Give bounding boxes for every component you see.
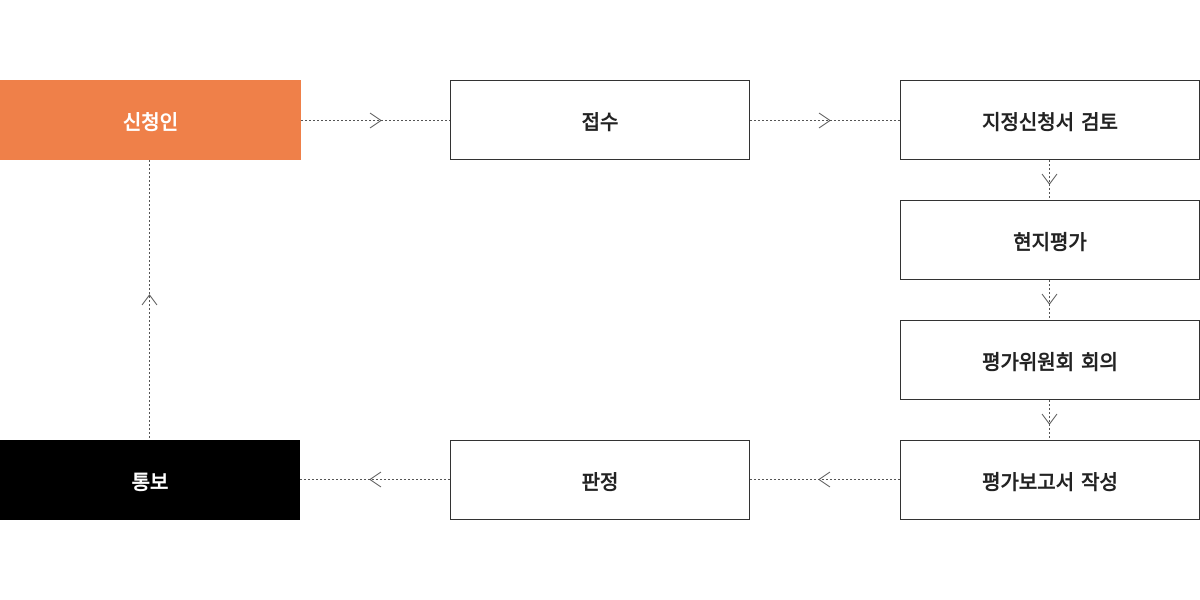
step-application-review: 지정신청서 검토 — [900, 80, 1200, 160]
step-committee-meeting: 평가위원회 회의 — [900, 320, 1200, 400]
arrow-up-icon — [141, 294, 158, 306]
step-notification: 통보 — [0, 440, 300, 520]
step-decision: 판정 — [450, 440, 750, 520]
step-applicant: 신청인 — [0, 80, 301, 160]
arrow-down-icon — [1041, 293, 1058, 305]
arrow-down-icon — [1041, 413, 1058, 425]
step-evaluation-report: 평가보고서 작성 — [900, 440, 1200, 520]
arrow-right-icon — [369, 112, 382, 129]
step-site-evaluation: 현지평가 — [900, 200, 1200, 280]
arrow-left-icon — [818, 471, 831, 488]
step-receipt: 접수 — [450, 80, 750, 160]
arrow-right-icon — [818, 112, 831, 129]
arrow-left-icon — [369, 471, 382, 488]
arrow-down-icon — [1041, 173, 1058, 185]
